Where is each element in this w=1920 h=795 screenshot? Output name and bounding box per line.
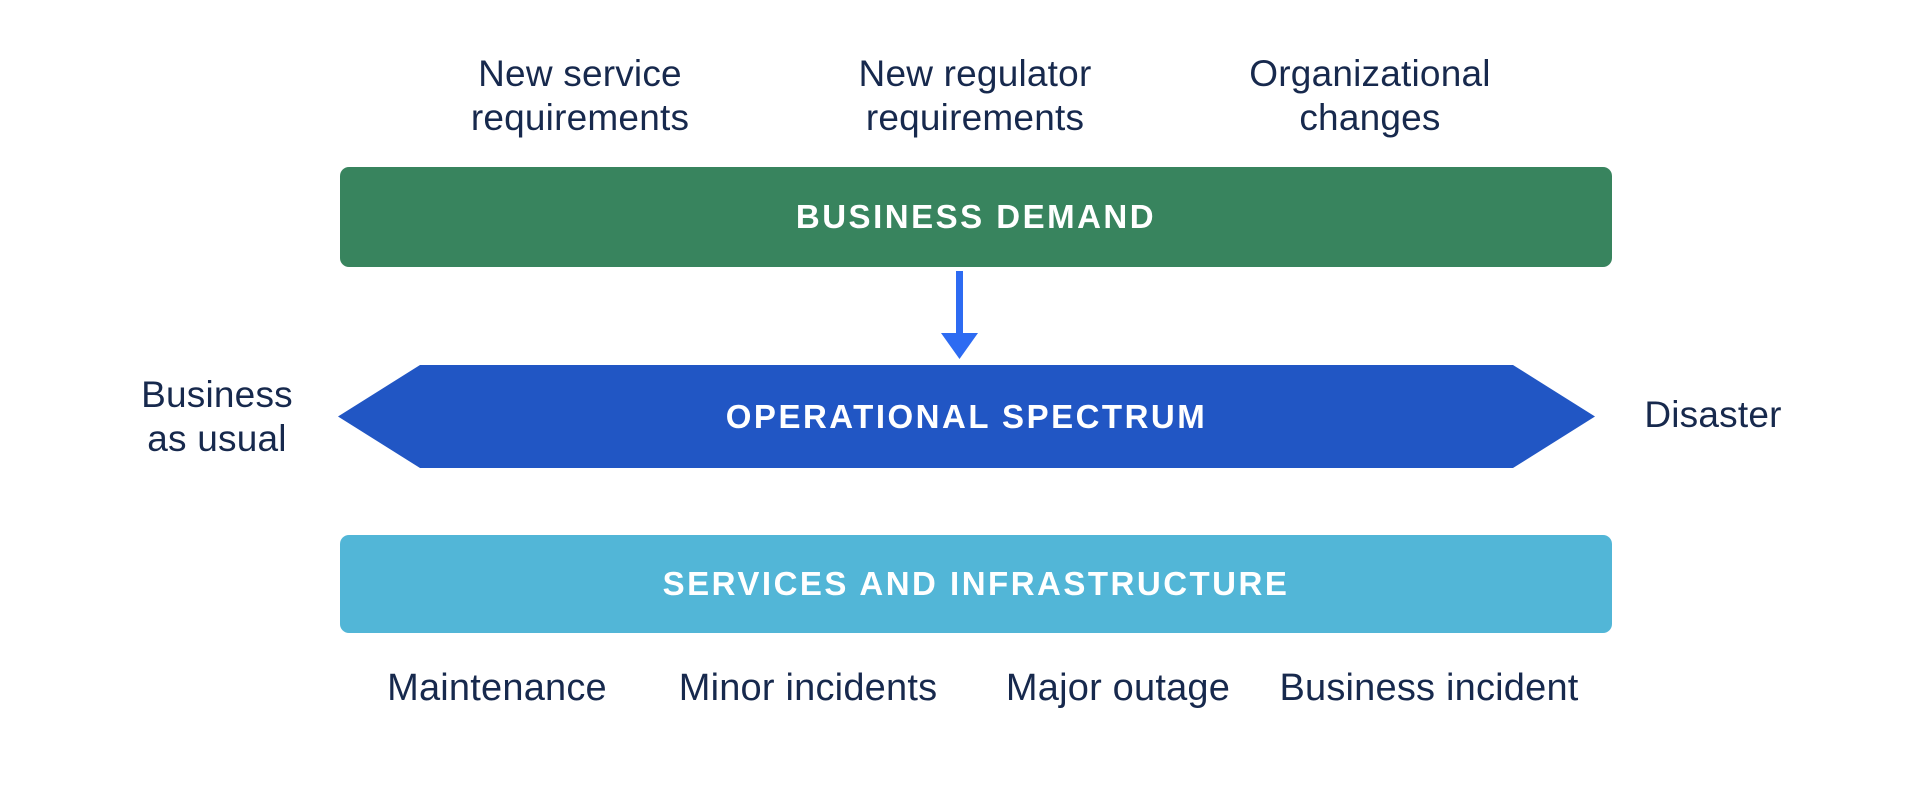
spectrum-right-label-disaster: Disaster: [1644, 394, 1782, 435]
double-headed-arrow: [338, 365, 1595, 468]
business-demand-title: BUSINESS DEMAND: [795, 198, 1157, 235]
incident-label-major-outage: Major outage: [1005, 667, 1231, 709]
incident-label-minor-incidents: Minor incidents: [678, 667, 938, 709]
down-arrow-icon: [941, 271, 978, 359]
spectrum-left-label-business-as-usual: Business as usual: [141, 374, 293, 459]
down-arrow-shaft: [956, 271, 963, 335]
incident-label-maintenance: Maintenance: [387, 667, 607, 709]
demand-label-new-regulator-requirements: New regulator requirements: [858, 53, 1092, 138]
double-headed-arrow-shape: [338, 365, 1595, 468]
services-infrastructure-title: SERVICES AND INFRASTRUCTURE: [662, 565, 1290, 602]
incident-label-business-incident: Business incident: [1279, 667, 1579, 709]
down-arrow-head: [941, 333, 978, 359]
demand-label-new-service-requirements: New service requirements: [470, 53, 690, 138]
demand-label-organizational-changes: Organizational changes: [1249, 53, 1491, 138]
services-infrastructure-bar: SERVICES AND INFRASTRUCTURE: [340, 535, 1612, 633]
business-demand-bar: BUSINESS DEMAND: [340, 167, 1612, 267]
